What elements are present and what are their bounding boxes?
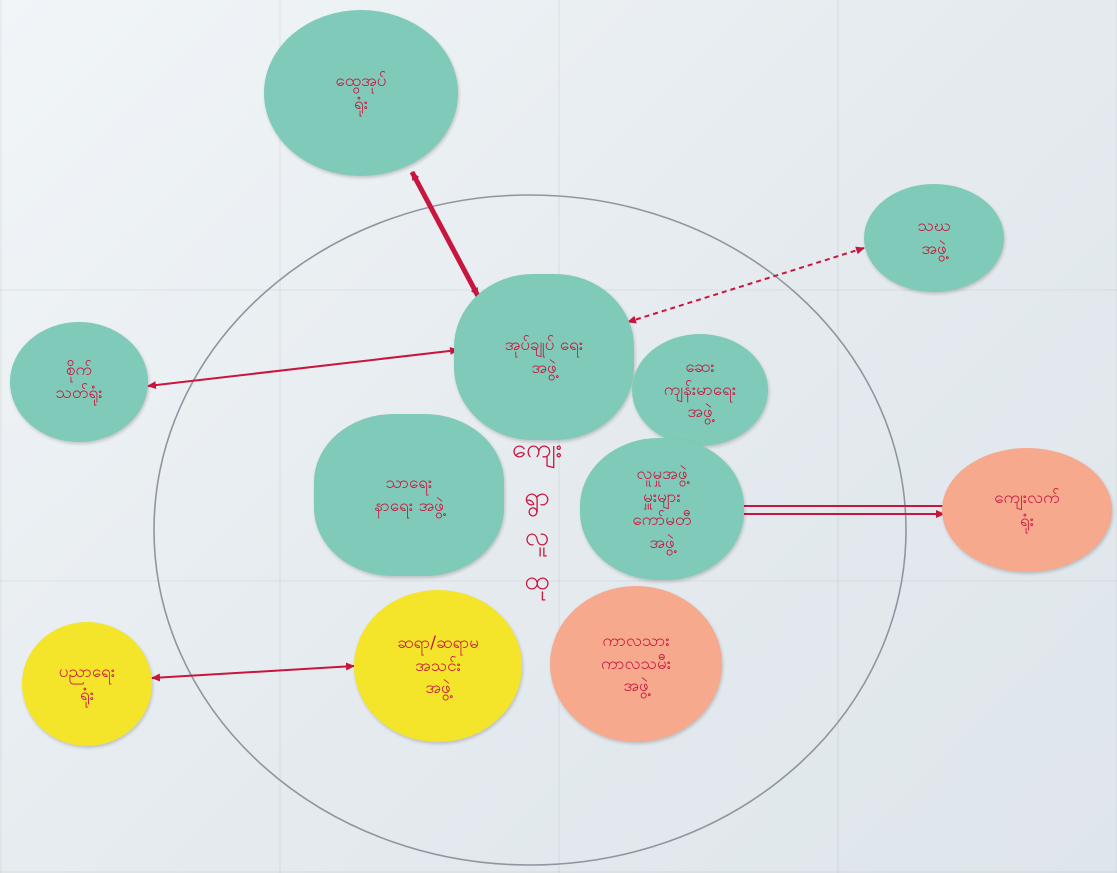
note-line: သတ်ရုံး — [55, 383, 103, 403]
note-line: သဃ — [917, 216, 951, 237]
note-line: မှူးများ — [643, 487, 681, 508]
note-line: ရုံး — [1019, 511, 1035, 531]
note-line: ကျေးလက် — [994, 488, 1060, 509]
note-line: ရုံး — [79, 685, 95, 705]
note-line: နာရေး အဖွဲ့ — [374, 496, 444, 516]
note-line: ကာလသား — [602, 630, 670, 651]
note-funeral-group: သာရေး နာရေး အဖွဲ့ — [314, 414, 504, 576]
note-line: ကော်မတီ — [632, 510, 692, 530]
note-administration-group: အုပ်ချုပ် ရေး အဖွဲ့ — [454, 274, 634, 440]
note-line: လူမှုအဖွဲ့ — [636, 464, 688, 485]
note-line: အဖွဲ့ — [687, 402, 713, 423]
note-line: အဖွဲ့ — [921, 239, 947, 259]
link-top-to-center — [409, 170, 481, 298]
note-line: ပညာရေး — [58, 662, 116, 683]
note-line: ရုံး — [353, 94, 369, 114]
note-left-office: စိုက် သတ်ရုံး — [10, 322, 148, 442]
center-label-line: ကျေး — [511, 434, 563, 464]
note-sangha: သဃ အဖွဲ့ — [864, 184, 1004, 292]
center-community-label: ကျေး ရွာ လူ ထု — [498, 436, 576, 612]
note-village-office: ကျေးလက် ရုံး — [942, 448, 1112, 572]
note-youth-group: ကာလသား ကာလသမီး အဖွဲ့ — [550, 586, 722, 742]
note-line: အဖွဲ့ — [425, 678, 451, 699]
note-health-group: ဆေး ကျန်းမာရေး အဖွဲ့ — [632, 334, 768, 446]
center-label-line: လူ — [524, 522, 550, 552]
note-line: ကျန်းမာရေး — [663, 379, 737, 400]
note-education-office: ပညာရေး ရုံး — [22, 622, 152, 746]
center-label-line: ရွာ — [524, 482, 550, 512]
note-line: အသင်း — [415, 655, 461, 676]
note-teachers-group: ဆရာ/ဆရာမ အသင်း အဖွဲ့ — [354, 590, 522, 742]
note-line: ဆေး — [685, 356, 715, 377]
note-line: ကာလသမီး — [600, 653, 672, 674]
note-top-office: ထွေအုပ် ရုံး — [264, 10, 458, 176]
community-boundary-circle — [153, 194, 907, 866]
note-line: ဆရာ/ဆရာမ — [397, 632, 479, 653]
note-line: စိုက် — [65, 360, 93, 381]
note-line: သာရေး — [385, 473, 433, 494]
note-social-committee: လူမှုအဖွဲ့ မှူးများ ကော်မတီ အဖွဲ့ — [580, 438, 744, 580]
note-line: အဖွဲ့ — [531, 358, 557, 378]
note-line: ထွေအုပ် — [335, 71, 387, 92]
link-education-to-teachers — [151, 662, 355, 682]
note-line: အဖွဲ့ — [649, 532, 675, 553]
note-line: အုပ်ချုပ် ရေး — [504, 335, 584, 356]
link-sangha-to-center — [627, 246, 865, 324]
center-label-line: ထု — [524, 566, 550, 596]
note-line: အဖွဲ့ — [623, 676, 649, 697]
link-left-to-center — [147, 346, 459, 390]
